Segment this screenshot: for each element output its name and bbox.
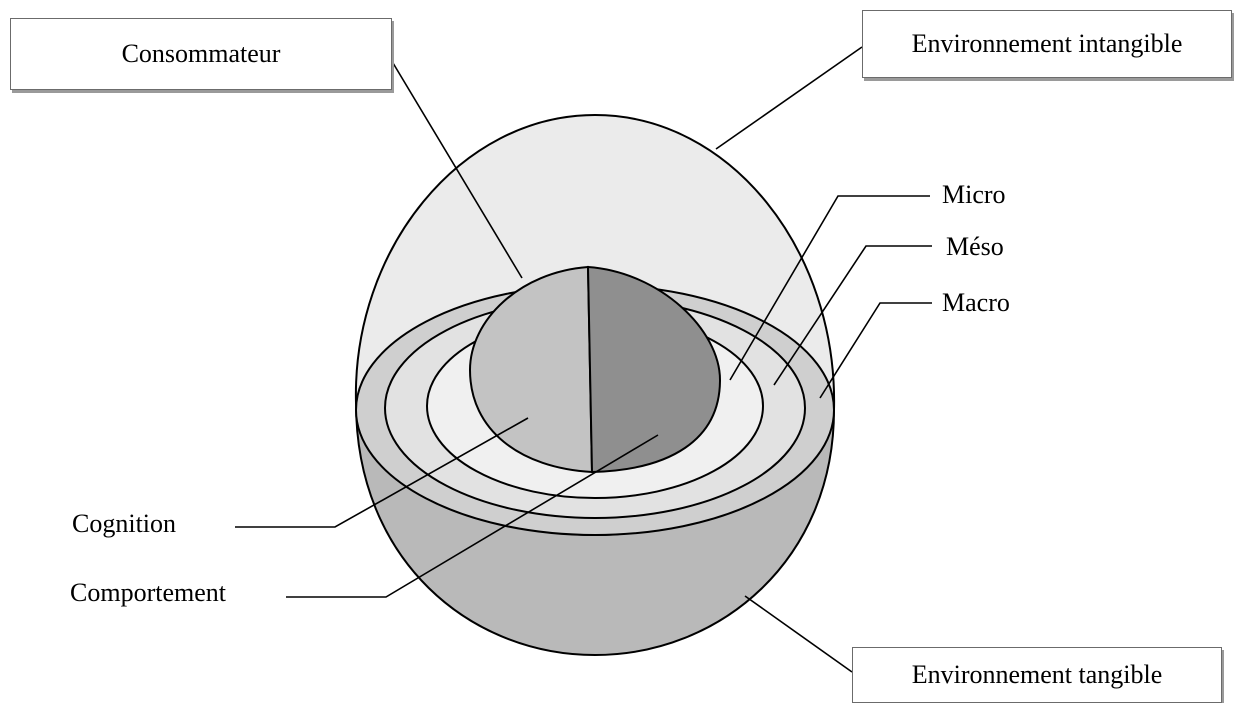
label-environnement-intangible: Environnement intangible [862,10,1232,78]
leader-env-intangible [715,46,863,150]
label-environnement-tangible-text: Environnement tangible [911,660,1163,689]
label-environnement-intangible-text: Environnement intangible [911,29,1183,58]
label-meso: Méso [946,232,1004,261]
label-consommateur: Consommateur [10,18,392,90]
comportement-half [586,265,722,474]
leader-lines [235,46,932,673]
label-environnement-tangible: Environnement tangible [852,647,1222,703]
cognition-half [468,265,594,474]
leader-consommateur [389,57,523,279]
label-comportement: Comportement [70,578,226,607]
label-cognition: Cognition [72,509,177,538]
label-macro: Macro [942,288,1010,317]
label-micro: Micro [942,180,1006,209]
leader-macro [819,302,932,399]
leader-meso [773,245,932,386]
leader-micro [729,195,930,381]
leader-cognition [235,417,529,528]
leader-env-tangible [744,595,853,673]
leader-comportement [286,434,659,598]
label-consommateur-text: Consommateur [121,39,281,68]
